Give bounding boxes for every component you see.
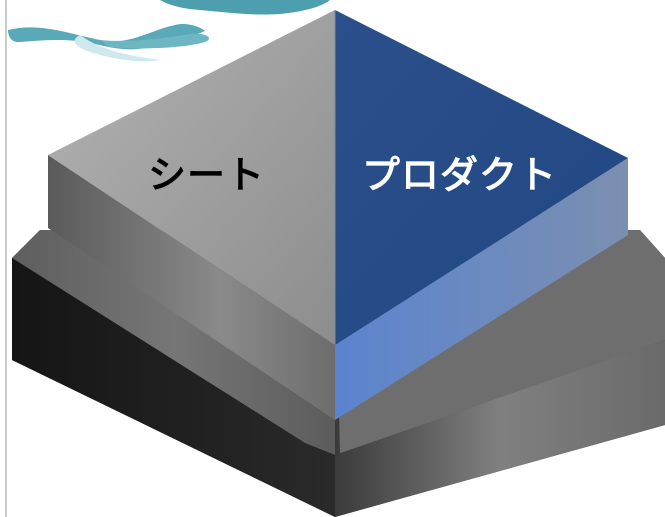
label-sheet: シート <box>148 153 266 197</box>
pyramid-face-left <box>48 10 335 345</box>
base-side-right <box>335 340 665 517</box>
label-product: プロダクト <box>362 153 558 197</box>
base-side-left <box>12 258 335 517</box>
pyramid-face-right <box>335 10 628 345</box>
splash-decoration <box>8 0 330 62</box>
block-side-left <box>48 155 335 420</box>
block-side-right <box>335 158 628 420</box>
